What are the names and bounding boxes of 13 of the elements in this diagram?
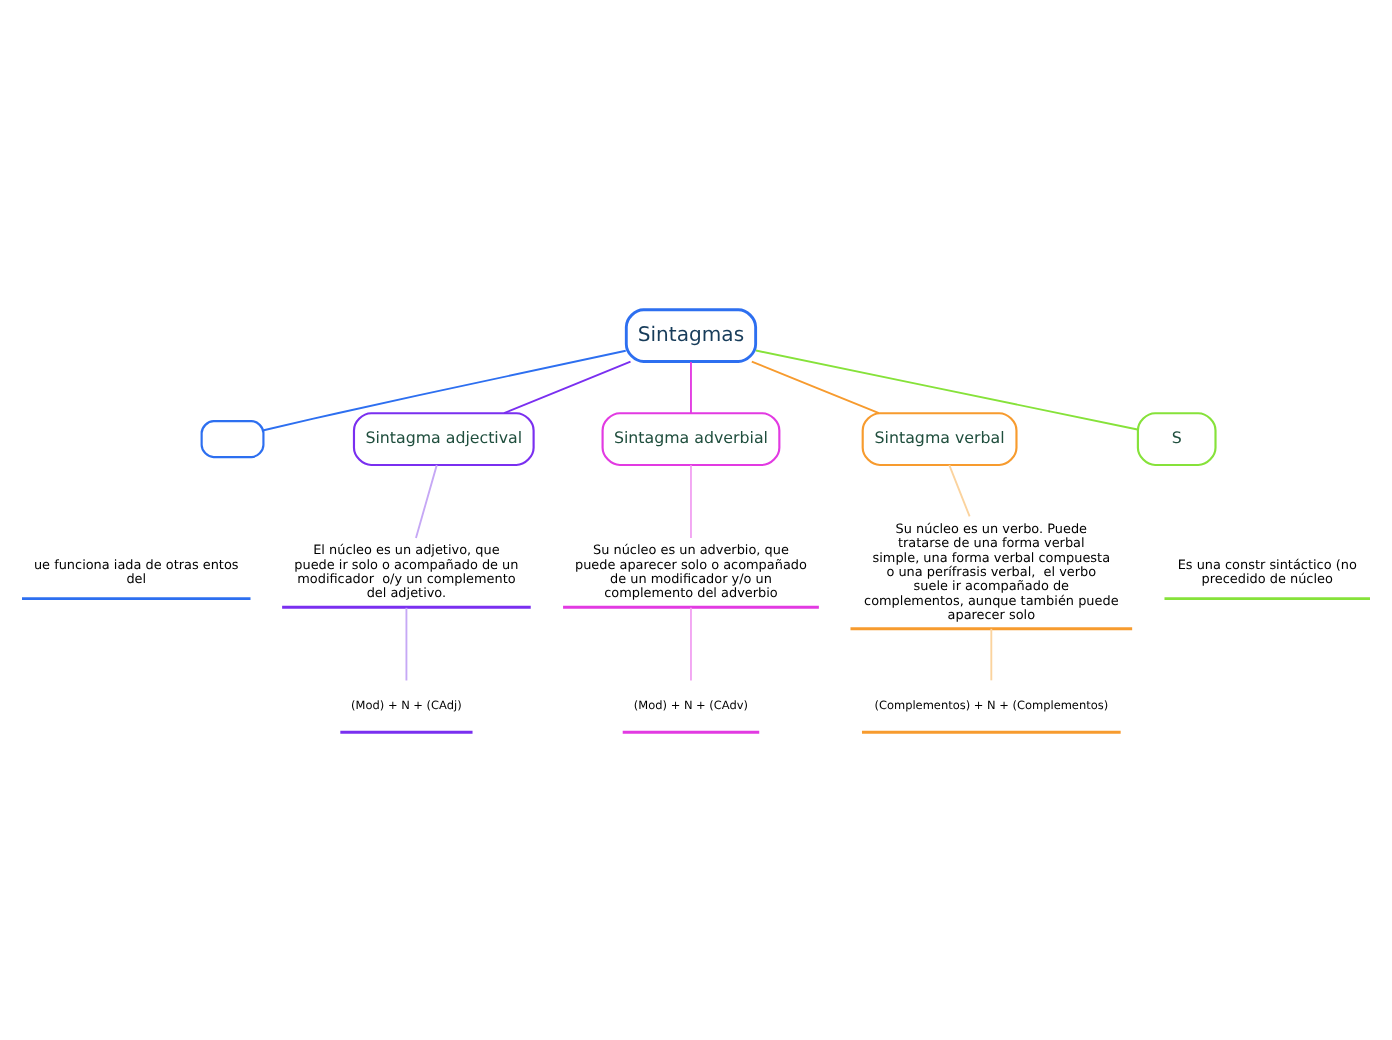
connector [948,463,971,517]
connector [690,359,692,413]
connector [503,359,632,414]
node-box: Sintagmas [624,307,758,362]
connector [405,605,408,681]
connector [415,463,438,538]
node-box [200,419,265,458]
connector [990,626,993,681]
connector [690,463,692,538]
connector [755,348,1139,430]
connector [690,605,692,681]
connector [750,359,880,414]
connector [262,348,627,431]
